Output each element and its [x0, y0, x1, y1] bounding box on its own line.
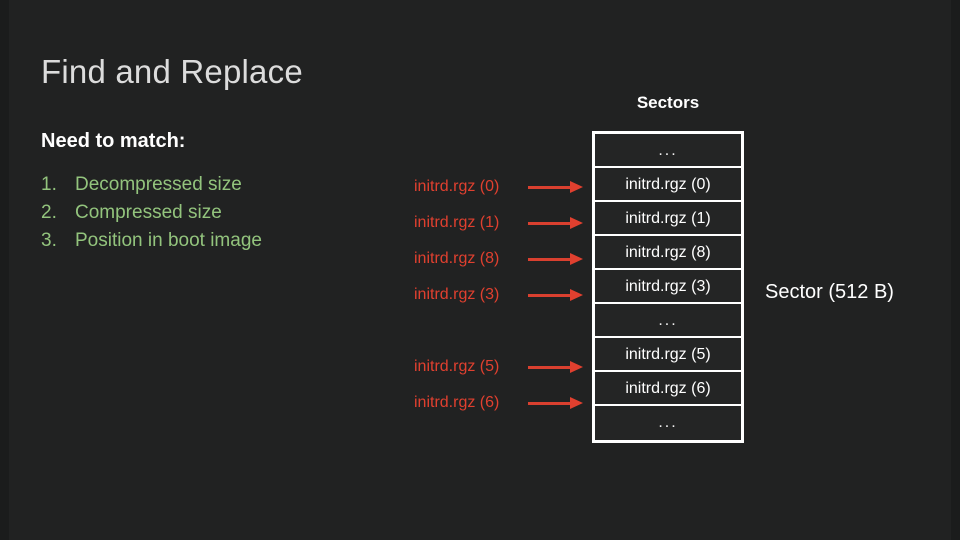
arrow-head: [570, 397, 583, 409]
arrow-right-icon: [528, 289, 592, 301]
arrow-shaft: [528, 294, 572, 297]
sector-size-caption: Sector (512 B): [765, 281, 894, 303]
sector-annotation: initrd.rgz (8): [414, 242, 592, 276]
arrow-shaft: [528, 222, 572, 225]
sector-annotation: initrd.rgz (0): [414, 170, 592, 204]
match-list-item: 2. Compressed size: [41, 202, 371, 230]
need-to-match-label: Need to match:: [41, 130, 186, 152]
sector-cell-ellipsis: ...: [595, 134, 741, 168]
match-list-item-number: 2.: [41, 202, 57, 223]
arrow-right-icon: [528, 361, 592, 373]
arrow-shaft: [528, 258, 572, 261]
arrow-shaft: [528, 186, 572, 189]
arrow-head: [570, 217, 583, 229]
left-edge-strip: [0, 0, 9, 540]
sector-cell: initrd.rgz (0): [595, 168, 741, 202]
match-list-item-label: Position in boot image: [75, 230, 262, 251]
sector-annotation: initrd.rgz (1): [414, 206, 592, 240]
arrow-shaft: [528, 402, 572, 405]
match-list-item-number: 3.: [41, 230, 57, 251]
sector-cell: initrd.rgz (8): [595, 236, 741, 270]
arrow-head: [570, 361, 583, 373]
sector-cell: initrd.rgz (3): [595, 270, 741, 304]
sector-annotation-label: initrd.rgz (8): [414, 250, 500, 267]
match-requirements-list: 1. Decompressed size 2. Compressed size 3. Po…: [41, 174, 371, 258]
page-title: Find and Replace: [41, 53, 303, 90]
sector-annotation-label: initrd.rgz (6): [414, 394, 500, 411]
match-list-item-label: Compressed size: [75, 202, 222, 223]
match-list-item-label: Decompressed size: [75, 174, 242, 195]
sector-annotation: initrd.rgz (3): [414, 278, 592, 312]
sector-table: ...initrd.rgz (0)initrd.rgz (1)initrd.rg…: [592, 131, 744, 443]
arrow-head: [570, 253, 583, 265]
match-list-item: 1. Decompressed size: [41, 174, 371, 202]
sector-annotation-label: initrd.rgz (5): [414, 358, 500, 375]
sector-cell: initrd.rgz (1): [595, 202, 741, 236]
sectors-table-header: Sectors: [636, 93, 700, 112]
right-edge-strip: [951, 0, 960, 540]
sector-cell: initrd.rgz (6): [595, 372, 741, 406]
sector-annotation-label: initrd.rgz (0): [414, 178, 500, 195]
sector-cell: initrd.rgz (5): [595, 338, 741, 372]
arrow-right-icon: [528, 181, 592, 193]
arrow-shaft: [528, 366, 572, 369]
sector-annotation-label: initrd.rgz (3): [414, 286, 500, 303]
sector-annotation-label: initrd.rgz (1): [414, 214, 500, 231]
sector-annotation: initrd.rgz (5): [414, 350, 592, 384]
arrow-head: [570, 289, 583, 301]
sector-cell-ellipsis: ...: [595, 406, 741, 440]
sector-cell-ellipsis: ...: [595, 304, 741, 338]
arrow-head: [570, 181, 583, 193]
match-list-item: 3. Position in boot image: [41, 230, 371, 258]
arrow-right-icon: [528, 253, 592, 265]
sector-annotation: initrd.rgz (6): [414, 386, 592, 420]
arrow-right-icon: [528, 397, 592, 409]
arrow-right-icon: [528, 217, 592, 229]
match-list-item-number: 1.: [41, 174, 57, 195]
